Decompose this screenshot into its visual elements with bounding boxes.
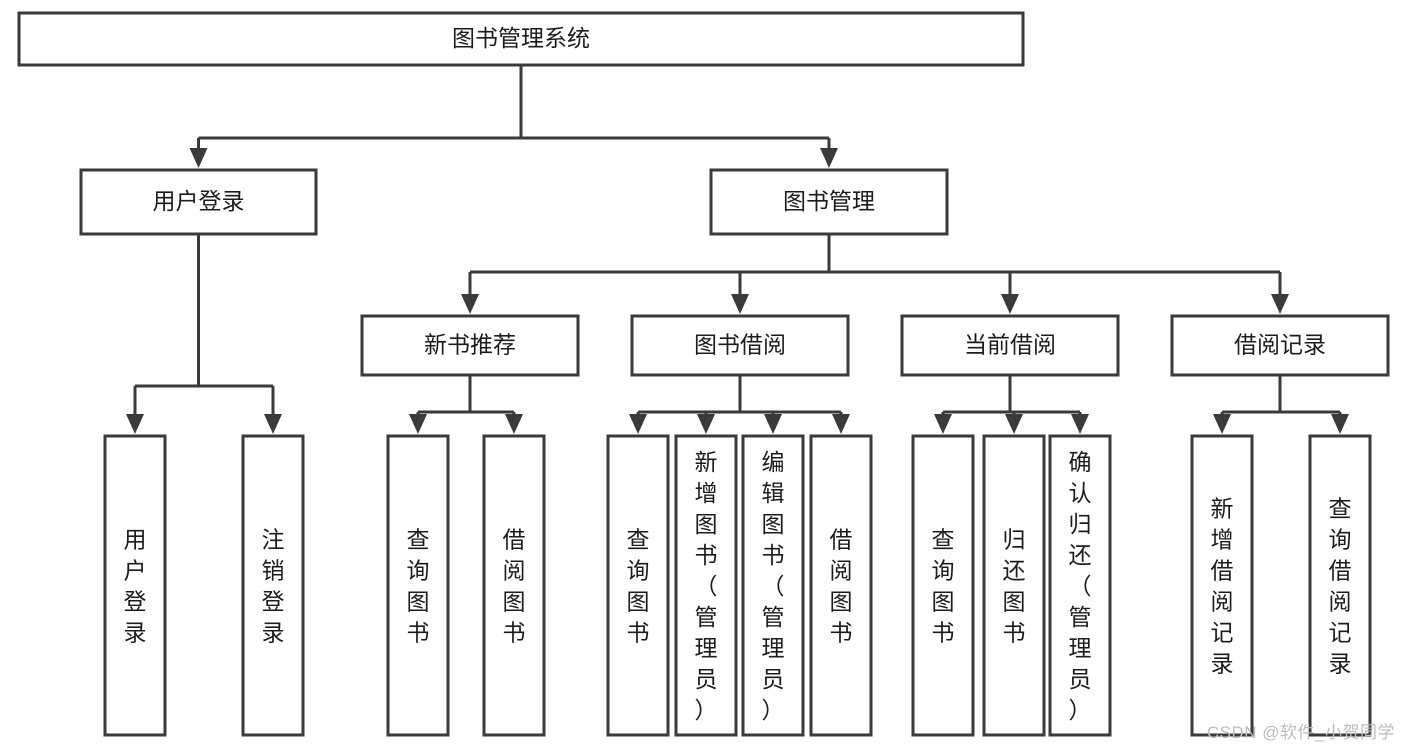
- node-box: [741, 434, 805, 737]
- node-leaf-query-book-b[interactable]: 查询图书: [606, 434, 670, 737]
- node-box: [674, 434, 738, 737]
- node-box: [900, 314, 1120, 377]
- node-current-borrow[interactable]: 当前借阅: [900, 314, 1120, 377]
- node-label: 新书推荐: [424, 332, 516, 358]
- node-label: 注销登录: [262, 527, 285, 646]
- node-leaf-add-record[interactable]: 新增借阅记录: [1190, 434, 1254, 737]
- arrow-head-icon: [505, 414, 523, 434]
- node-leaf-query-book-c[interactable]: 查询图书: [911, 434, 975, 737]
- node-box: [103, 434, 167, 737]
- node-user-login[interactable]: 用户登录: [79, 168, 318, 236]
- node-book-borrow[interactable]: 图书借阅: [630, 314, 850, 377]
- node-book-manage[interactable]: 图书管理: [709, 168, 949, 236]
- connectors-layer: [126, 65, 1349, 434]
- node-label: 查询图书: [932, 527, 955, 646]
- node-leaf-edit-book[interactable]: 编辑图书（管理员）: [741, 434, 805, 737]
- node-box: [79, 168, 318, 236]
- arrow-head-icon: [934, 414, 952, 434]
- arrow-head-icon: [1001, 294, 1019, 314]
- node-label: 用户登录: [153, 188, 245, 214]
- node-leaf-borrow-book-b[interactable]: 借阅图书: [809, 434, 873, 737]
- arrow-head-icon: [126, 414, 144, 434]
- node-leaf-confirm-return[interactable]: 确认归还（管理员）: [1048, 434, 1112, 737]
- node-label: 用户登录: [124, 527, 147, 646]
- node-new-book-rec[interactable]: 新书推荐: [360, 314, 580, 377]
- node-leaf-borrow-book-a[interactable]: 借阅图书: [482, 434, 546, 737]
- arrow-head-icon: [1331, 414, 1349, 434]
- node-label: 确认归还（管理员）: [1069, 449, 1092, 723]
- node-label: 查询图书: [407, 527, 430, 646]
- arrow-head-icon: [629, 414, 647, 434]
- arrow-head-icon: [1071, 414, 1089, 434]
- node-box: [482, 434, 546, 737]
- node-box: [1048, 434, 1112, 737]
- node-label: 归还图书: [1003, 527, 1026, 646]
- arrow-head-icon: [731, 294, 749, 314]
- node-box: [809, 434, 873, 737]
- node-box: [982, 434, 1046, 737]
- node-box: [360, 314, 580, 377]
- arrow-head-icon: [697, 414, 715, 434]
- arrow-head-icon: [820, 148, 838, 168]
- nodes-layer: 图书管理系统用户登录图书管理新书推荐图书借阅当前借阅借阅记录用户登录注销登录查询…: [17, 11, 1390, 737]
- node-label: 编辑图书（管理员）: [762, 449, 785, 723]
- arrow-head-icon: [1213, 414, 1231, 434]
- node-label: 借阅图书: [830, 527, 853, 646]
- arrow-head-icon: [832, 414, 850, 434]
- node-label: 借阅记录: [1234, 332, 1326, 358]
- watermark-text: CSDN @软件_小贺同学: [1206, 723, 1395, 742]
- node-leaf-user-login[interactable]: 用户登录: [103, 434, 167, 737]
- node-leaf-return-book[interactable]: 归还图书: [982, 434, 1046, 737]
- node-box: [709, 168, 949, 236]
- node-label: 查询借阅记录: [1329, 496, 1352, 677]
- node-box: [241, 434, 305, 737]
- node-box: [606, 434, 670, 737]
- node-box: [17, 11, 1025, 67]
- node-label: 查询图书: [627, 527, 650, 646]
- arrow-head-icon: [1271, 294, 1289, 314]
- node-box: [1170, 314, 1390, 377]
- arrow-head-icon: [1005, 414, 1023, 434]
- arrow-head-icon: [461, 294, 479, 314]
- node-leaf-user-logout[interactable]: 注销登录: [241, 434, 305, 737]
- arrow-head-icon: [409, 414, 427, 434]
- node-leaf-query-record[interactable]: 查询借阅记录: [1308, 434, 1372, 737]
- node-leaf-add-book[interactable]: 新增图书（管理员）: [674, 434, 738, 737]
- node-label: 新增图书（管理员）: [695, 449, 718, 723]
- node-label: 新增借阅记录: [1211, 496, 1234, 677]
- arrow-head-icon: [189, 148, 208, 168]
- node-borrow-record[interactable]: 借阅记录: [1170, 314, 1390, 377]
- node-box: [1190, 434, 1254, 737]
- node-root[interactable]: 图书管理系统: [17, 11, 1025, 67]
- node-label: 图书管理: [783, 188, 875, 214]
- node-box: [1308, 434, 1372, 737]
- node-box: [911, 434, 975, 737]
- node-label: 借阅图书: [503, 527, 526, 646]
- node-label: 当前借阅: [964, 332, 1056, 358]
- node-box: [630, 314, 850, 377]
- node-box: [386, 434, 450, 737]
- node-label: 图书管理系统: [452, 25, 590, 51]
- arrow-head-icon: [764, 414, 782, 434]
- node-leaf-query-book-a[interactable]: 查询图书: [386, 434, 450, 737]
- arrow-head-icon: [264, 414, 282, 434]
- node-label: 图书借阅: [694, 332, 786, 358]
